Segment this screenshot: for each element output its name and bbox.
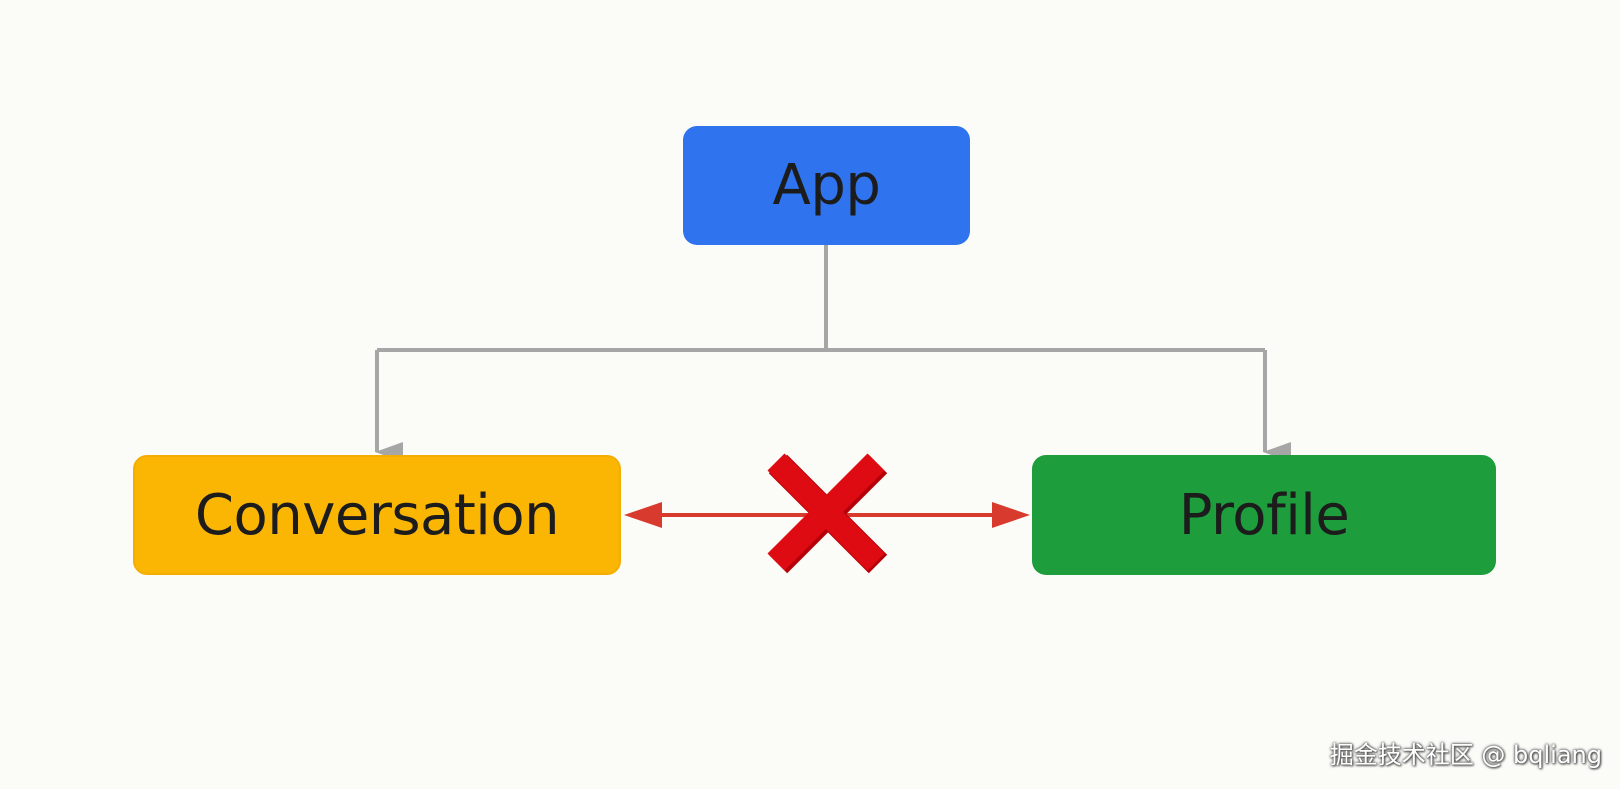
sibling-arrowhead-left [624, 502, 662, 528]
conversation-node: Conversation [133, 455, 621, 575]
app-node: App [683, 126, 970, 245]
watermark-text: 掘金技术社区 @ bqliang [1329, 740, 1602, 769]
profile-node: Profile [1032, 455, 1496, 575]
conversation-node-label: Conversation [194, 482, 560, 548]
cross-mark-icon [767, 453, 888, 574]
profile-node-label: Profile [1178, 482, 1350, 548]
app-node-label: App [772, 153, 881, 218]
sibling-arrowhead-right [992, 502, 1030, 528]
